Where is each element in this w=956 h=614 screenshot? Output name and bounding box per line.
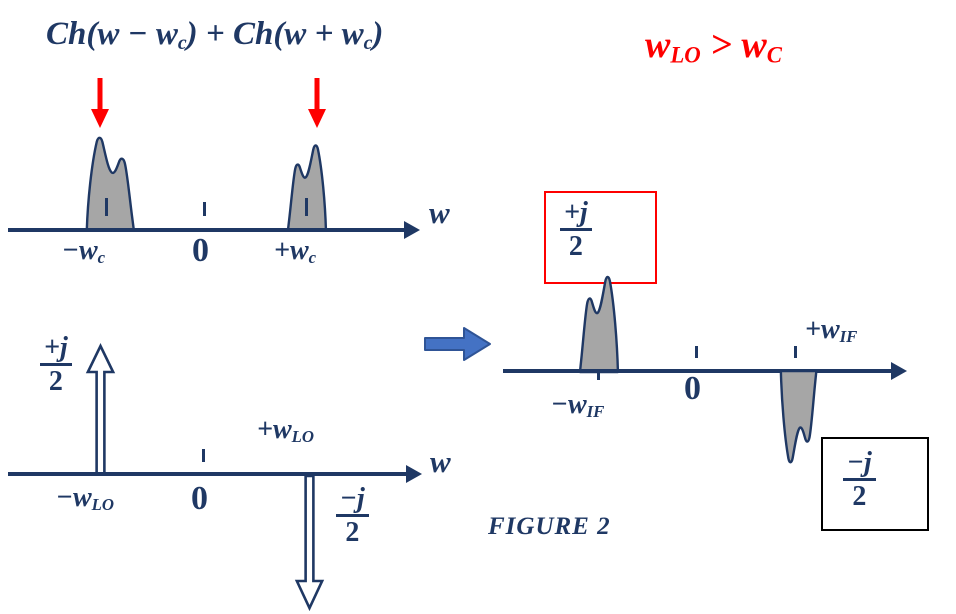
neg-j-half-black-box (821, 437, 929, 531)
condition-subscript: C (766, 42, 782, 68)
title-part: ) (372, 16, 384, 52)
fraction-numerator: −j (336, 483, 369, 518)
label-base: +w (274, 235, 309, 266)
zero-label: 0 (191, 480, 208, 517)
tick-neg-wif (597, 371, 600, 380)
title-subscript: c (177, 31, 187, 54)
tick-zero (203, 202, 206, 216)
condition-text: wLO > wC (645, 26, 782, 67)
tick-zero (695, 346, 698, 358)
title-subscript: c (363, 31, 373, 54)
neg-j-half-label: −j 2 (843, 447, 876, 513)
pos-wlo-label: +wLO (257, 416, 314, 446)
fraction-denominator: 2 (345, 517, 360, 549)
axis-arrowhead-icon (406, 465, 422, 483)
label-subscript: IF (839, 327, 858, 347)
label-subscript: c (97, 248, 106, 268)
label-subscript: LO (91, 495, 115, 515)
fraction-numerator: +j (40, 332, 72, 367)
tick-zero (202, 449, 205, 462)
fraction-denominator: 2 (48, 366, 63, 398)
spectrum-lobe-neg-wif (575, 272, 621, 372)
fraction-numerator: +j (560, 197, 592, 232)
neg-wif-label: −wIF (551, 391, 604, 421)
frequency-axis (8, 228, 406, 232)
pos-wif-label: +wIF (805, 316, 857, 346)
frequency-axis (8, 472, 408, 476)
hollow-up-arrow-icon (84, 343, 117, 474)
neg-wc-label: −wc (62, 237, 105, 267)
axis-arrowhead-icon (891, 362, 907, 380)
label-base: +w (805, 314, 840, 345)
spectrum-lobe-pos-wc (283, 141, 329, 230)
spectrum-equation-title: Ch(w − wc) + Ch(w + wc) (46, 18, 383, 54)
condition-part: > w (700, 24, 767, 66)
red-down-arrow-icon (308, 78, 326, 128)
neg-j-half-label: −j 2 (336, 483, 369, 549)
tick-pos-wif (794, 346, 797, 358)
neg-wlo-label: −wLO (56, 484, 114, 514)
frequency-axis (503, 369, 893, 373)
red-down-arrow-icon (91, 78, 109, 128)
fraction-numerator: −j (843, 447, 876, 482)
axis-label-w: w (429, 195, 450, 230)
pos-j-half-red-box (544, 191, 657, 284)
pos-j-half-label: +j 2 (40, 332, 72, 398)
label-subscript: LO (291, 427, 315, 447)
label-base: −w (62, 235, 98, 266)
pos-wc-label: +wc (274, 237, 316, 267)
title-part: Ch(w − w (46, 16, 178, 52)
fraction-denominator: 2 (852, 481, 867, 513)
axis-label-w: w (430, 444, 451, 479)
label-subscript: IF (586, 402, 605, 422)
pos-j-half-label: +j 2 (560, 197, 592, 263)
condition-subscript: LO (670, 42, 701, 68)
tick-pos-wc (305, 198, 308, 216)
condition-part: w (645, 24, 671, 66)
title-part: ) + Ch(w + w (186, 16, 364, 52)
label-subscript: c (308, 248, 317, 268)
spectrum-lobe-neg-wc (83, 133, 140, 230)
label-base: −w (56, 482, 92, 513)
axis-arrowhead-icon (404, 221, 420, 239)
blue-right-block-arrow-icon (424, 327, 491, 361)
zero-label: 0 (684, 370, 701, 407)
label-base: −w (551, 389, 587, 420)
label-base: +w (257, 414, 292, 445)
hollow-down-arrow-icon (293, 476, 326, 612)
zero-label: 0 (192, 232, 209, 269)
fraction-denominator: 2 (568, 231, 583, 263)
tick-neg-wc (105, 198, 108, 216)
figure-caption: FIGURE 2 (488, 513, 611, 540)
inverted-spectrum-lobe-pos-wif (778, 371, 821, 467)
